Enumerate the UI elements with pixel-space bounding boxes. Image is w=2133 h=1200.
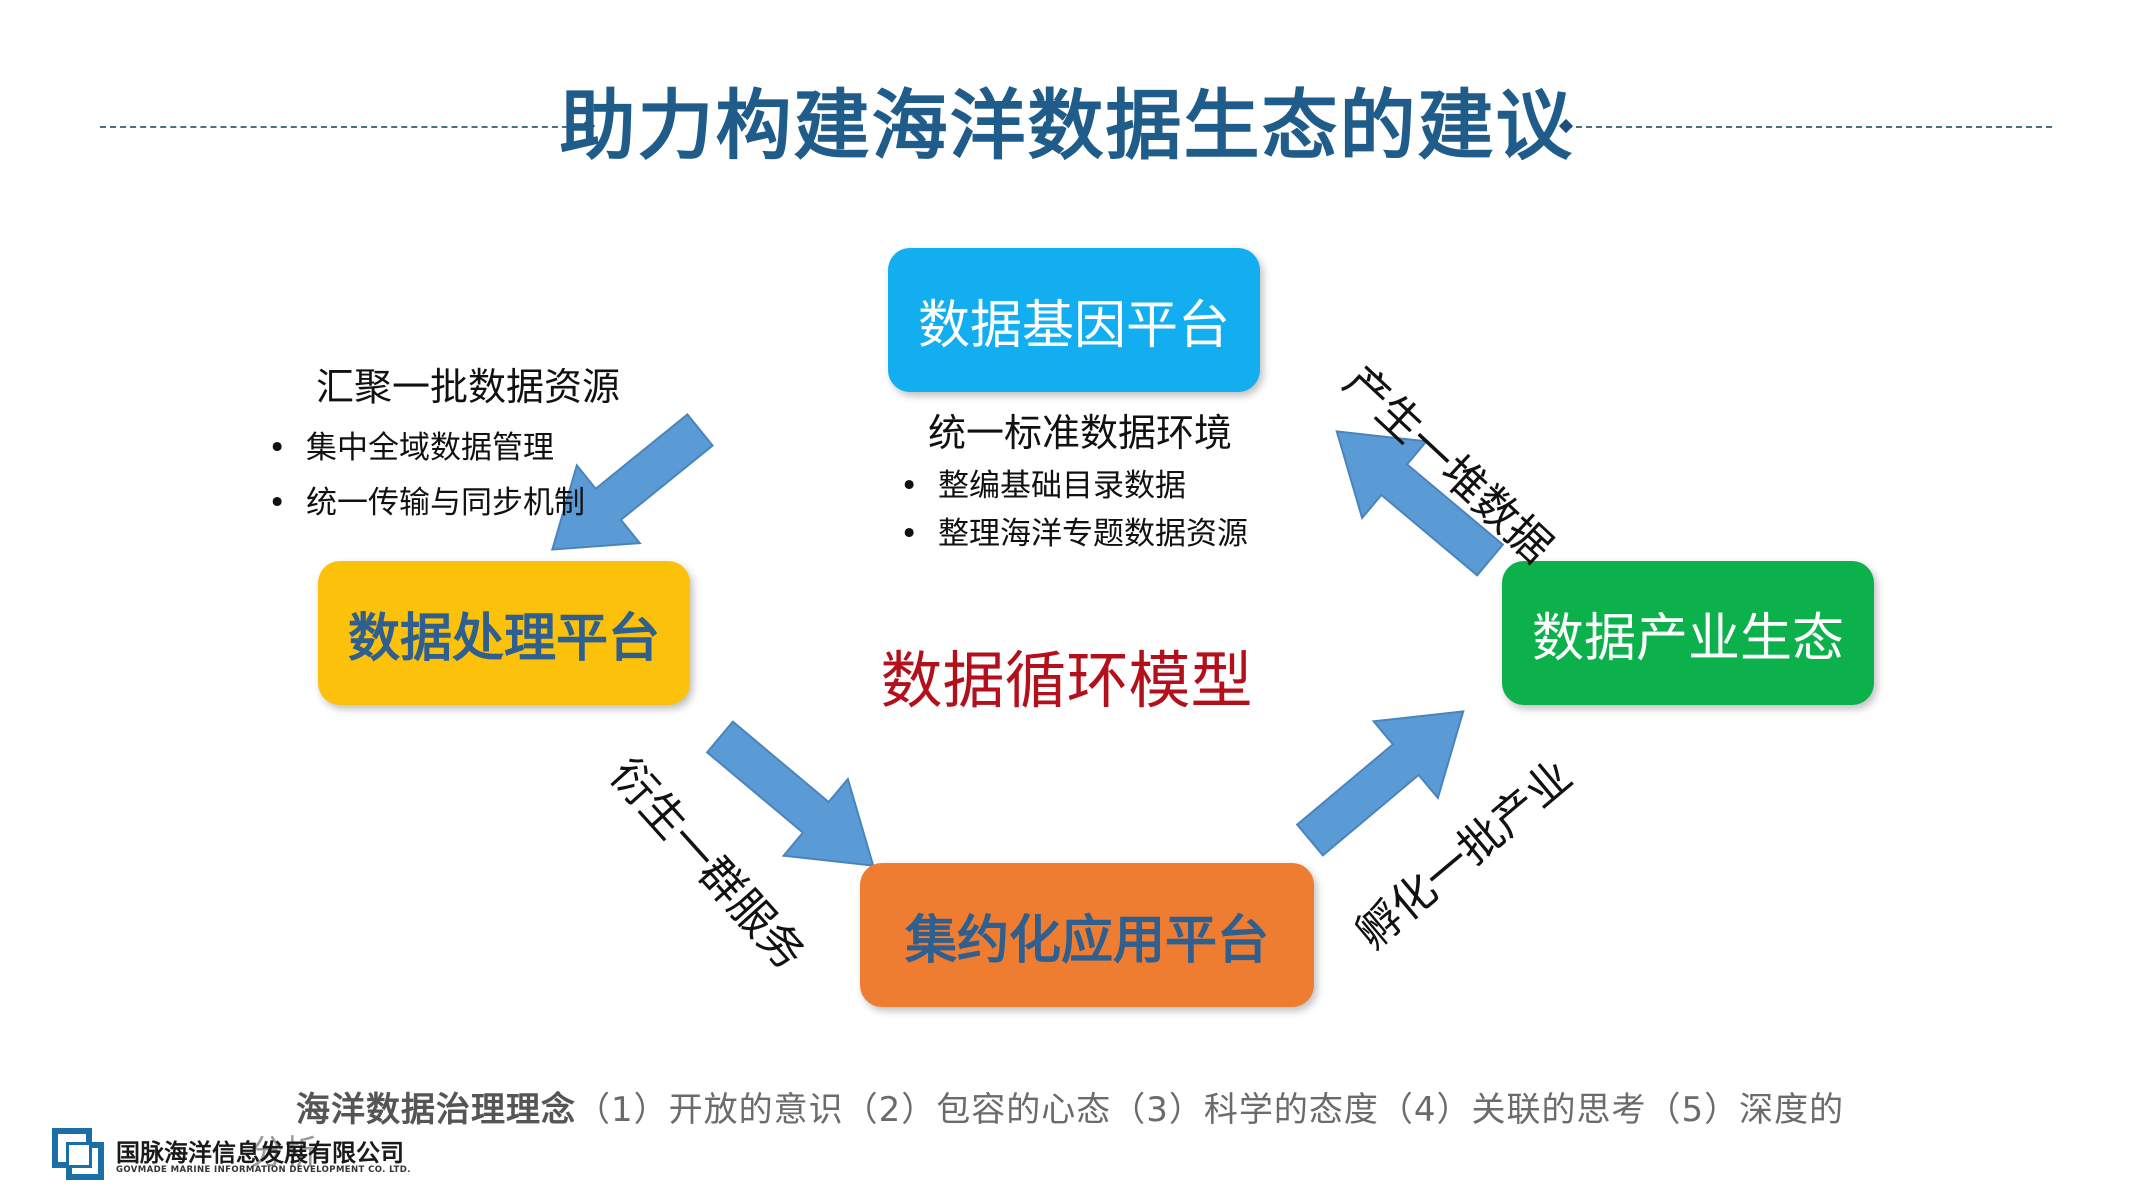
company-name: 国脉海洋信息发展有限公司 xyxy=(116,1139,404,1167)
bullet-text: 统一传输与同步机制 xyxy=(306,485,585,521)
arrow-gene-to-processing xyxy=(550,413,714,551)
bullet-text: 整理海洋专题数据资源 xyxy=(938,516,1248,552)
left-note-bullet: •集中全域数据管理 xyxy=(268,430,554,466)
center-note-bullet: •整编基础目录数据 xyxy=(900,468,1186,504)
node-application-platform: 集约化应用平台 xyxy=(860,863,1314,1007)
node-label: 数据处理平台 xyxy=(347,608,660,669)
page-title: 助力构建海洋数据生态的建议 xyxy=(559,81,1574,170)
node-label: 数据基因平台 xyxy=(917,295,1230,356)
node-data-gene-platform: 数据基因平台 xyxy=(888,248,1260,392)
center-note-heading: 统一标准数据环境 xyxy=(928,411,1233,455)
governance-wrap: 分析 xyxy=(250,1133,318,1173)
left-note-bullet: •统一传输与同步机制 xyxy=(268,485,585,521)
center-note-bullet: •整理海洋专题数据资源 xyxy=(900,516,1248,552)
company-name-en: GOVMADE MARINE INFORMATION DEVELOPMENT C… xyxy=(116,1165,411,1175)
bullet-text: 集中全域数据管理 xyxy=(306,430,554,466)
node-label: 数据产业生态 xyxy=(1531,608,1844,669)
arrow-industry-to-gene xyxy=(1335,430,1505,577)
governance-lead: 海洋数据治理理念 xyxy=(296,1090,576,1130)
title-line-right xyxy=(1566,126,2052,128)
governance-text: （1）开放的意识（2）包容的心态（3）科学的态度（4）关联的思考（5）深度的 xyxy=(576,1090,1845,1130)
node-data-processing-platform: 数据处理平台 xyxy=(318,561,690,705)
left-note-heading: 汇聚一批数据资源 xyxy=(316,365,621,409)
title-line-left xyxy=(100,126,588,128)
node-label: 集约化应用平台 xyxy=(904,910,1269,971)
arrow-processing-to-application xyxy=(705,720,875,867)
governance-concepts: 海洋数据治理理念（1）开放的意识（2）包容的心态（3）科学的态度（4）关联的思考… xyxy=(296,1082,1844,1131)
cycle-model-label: 数据循环模型 xyxy=(880,644,1253,717)
company-logo-icon xyxy=(52,1128,104,1180)
arrow-application-to-industry xyxy=(1295,710,1465,857)
bullet-text: 整编基础目录数据 xyxy=(938,468,1186,504)
node-data-industry-ecosystem: 数据产业生态 xyxy=(1502,561,1874,705)
